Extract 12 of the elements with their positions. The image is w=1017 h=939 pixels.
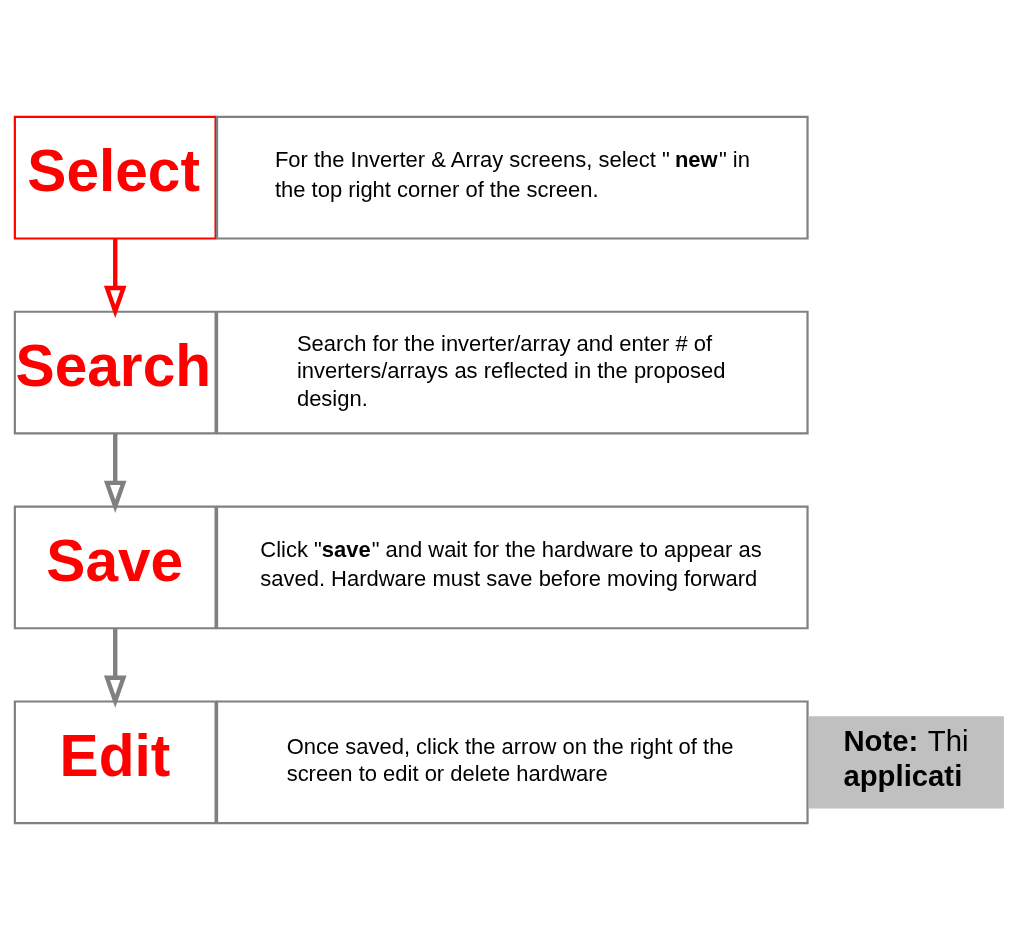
node-box: Save [13,505,217,629]
node-box: For the Inverter & Array screens, select "new" in the top right corner of the screen. [215,115,809,240]
node-box: Click "save" and wait for the hardware to appear as saved. Hardware must save before moving forward [215,505,809,629]
arrow [103,628,127,708]
node-box: Search [13,310,217,434]
node-box: Once saved, click the arrow on the right of the screen to edit or delete hardware [215,699,809,824]
node-box: Search for the inverter/array and enter # of inverters/arrays as reflected in the proposed design. [215,310,809,434]
node-box: Select [13,115,217,240]
arrow [103,238,127,318]
arrow [103,433,127,513]
node-box: Note: Thi applicati [808,715,1004,808]
node-box: Edit [13,699,217,824]
